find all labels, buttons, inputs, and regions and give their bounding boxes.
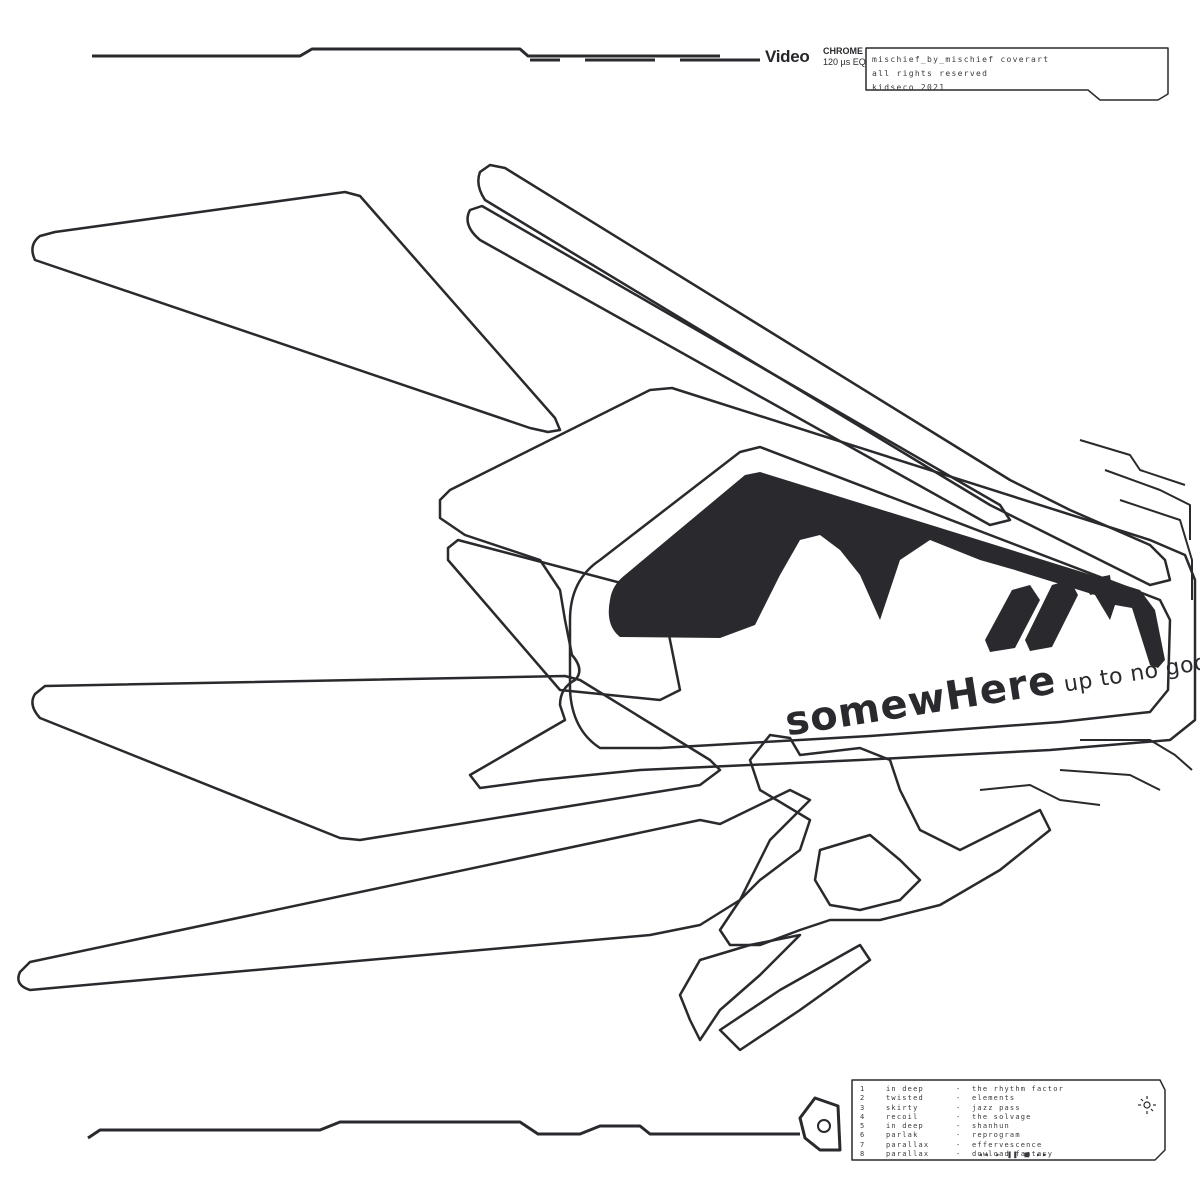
credits-line: all rights reserved — [872, 69, 989, 78]
bottom-blade — [17, 788, 812, 992]
credits-block: mischief_by_mischief coverart all rights… — [872, 53, 1172, 95]
circuit-trace — [979, 784, 1101, 806]
bottom-rule-node — [798, 1096, 842, 1152]
dark-main-shape — [608, 472, 1165, 668]
track-title: elements — [972, 1094, 1016, 1103]
track-title: jazz pass — [972, 1103, 1021, 1112]
track-number: 3 — [860, 1103, 866, 1112]
eq-label: 120 µs EQ — [823, 57, 866, 67]
emblem-hook — [718, 943, 872, 1052]
track-artist: in deep — [886, 1122, 924, 1131]
credits-line: mischief_by_mischief coverart — [872, 55, 1050, 64]
chrome-label: CHROME — [823, 46, 863, 56]
track-artist: parallax — [886, 1150, 930, 1159]
circuit-trace — [1080, 739, 1193, 771]
credits-line: kidseco 2021 — [872, 83, 946, 92]
track-artist: parlak — [886, 1131, 919, 1140]
transport-controls-icon: ◂◂ ▸ ❚❚ ■ ▸▸ — [978, 1150, 1048, 1159]
track-number: 8 — [860, 1150, 866, 1159]
top-strut — [477, 163, 1172, 587]
dark-bar-2 — [1025, 580, 1078, 651]
tape-spec: CHROME 120 µs EQ — [823, 46, 866, 68]
circuit-trace — [1059, 769, 1161, 791]
lower-left-blade — [446, 538, 682, 702]
track-artist: parallax — [886, 1140, 930, 1149]
track-title: shanhun — [972, 1122, 1010, 1131]
video-label: Video — [765, 47, 810, 66]
track-artist: twisted — [886, 1094, 924, 1103]
lower-blade — [31, 674, 722, 842]
track-artist: skirty — [886, 1103, 919, 1112]
track-number: 6 — [860, 1131, 866, 1140]
dark-bar-1 — [985, 585, 1040, 652]
mid-strut — [466, 204, 1012, 527]
track-title: the solvage — [972, 1112, 1032, 1121]
upper-blade — [31, 190, 562, 434]
track-number: 4 — [860, 1112, 866, 1121]
track-artist: in deep — [886, 1085, 924, 1093]
track-number: 1 — [860, 1085, 866, 1093]
track-title: reprogram — [972, 1131, 1021, 1140]
track-number: 5 — [860, 1122, 866, 1131]
sun-icon — [1138, 1096, 1156, 1114]
track-number: 7 — [860, 1140, 866, 1149]
credits-frame — [865, 47, 1169, 101]
circuit-trace — [1079, 439, 1186, 486]
inner-frame — [568, 445, 1172, 750]
top-rule-segment — [92, 47, 720, 58]
bottom-rule — [87, 1120, 800, 1140]
dark-bar-3 — [1085, 575, 1112, 595]
track-title: dowload fantasy — [972, 1150, 1054, 1159]
track-title: the rhythm factor — [972, 1085, 1065, 1093]
emblem-outline — [718, 733, 1052, 947]
disc-icon — [817, 1119, 831, 1133]
emblem-tail — [678, 933, 802, 1042]
track-title: effervescence — [972, 1140, 1043, 1149]
track-artist: recoil — [886, 1112, 919, 1121]
track-number: 2 — [860, 1094, 866, 1103]
circuit-trace — [1104, 469, 1191, 540]
tracklist-frame — [851, 1079, 1166, 1161]
circuit-trace — [1119, 499, 1193, 600]
emblem-inner — [813, 833, 922, 912]
